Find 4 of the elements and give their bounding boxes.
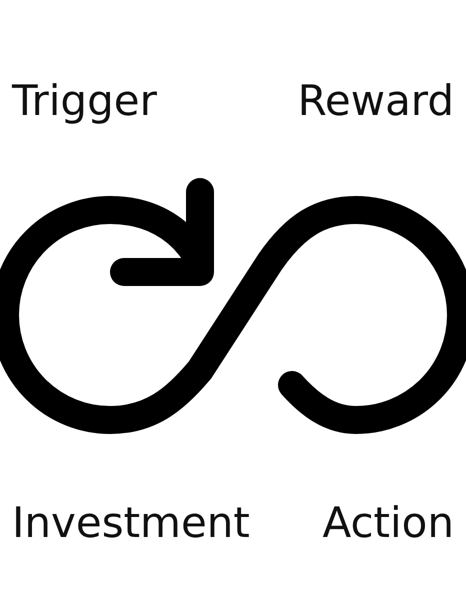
stage-label: Reward — [298, 78, 454, 124]
stage-label: Investment — [12, 500, 250, 546]
stage-label: Action — [322, 500, 454, 546]
stage-label: Trigger — [12, 78, 157, 124]
